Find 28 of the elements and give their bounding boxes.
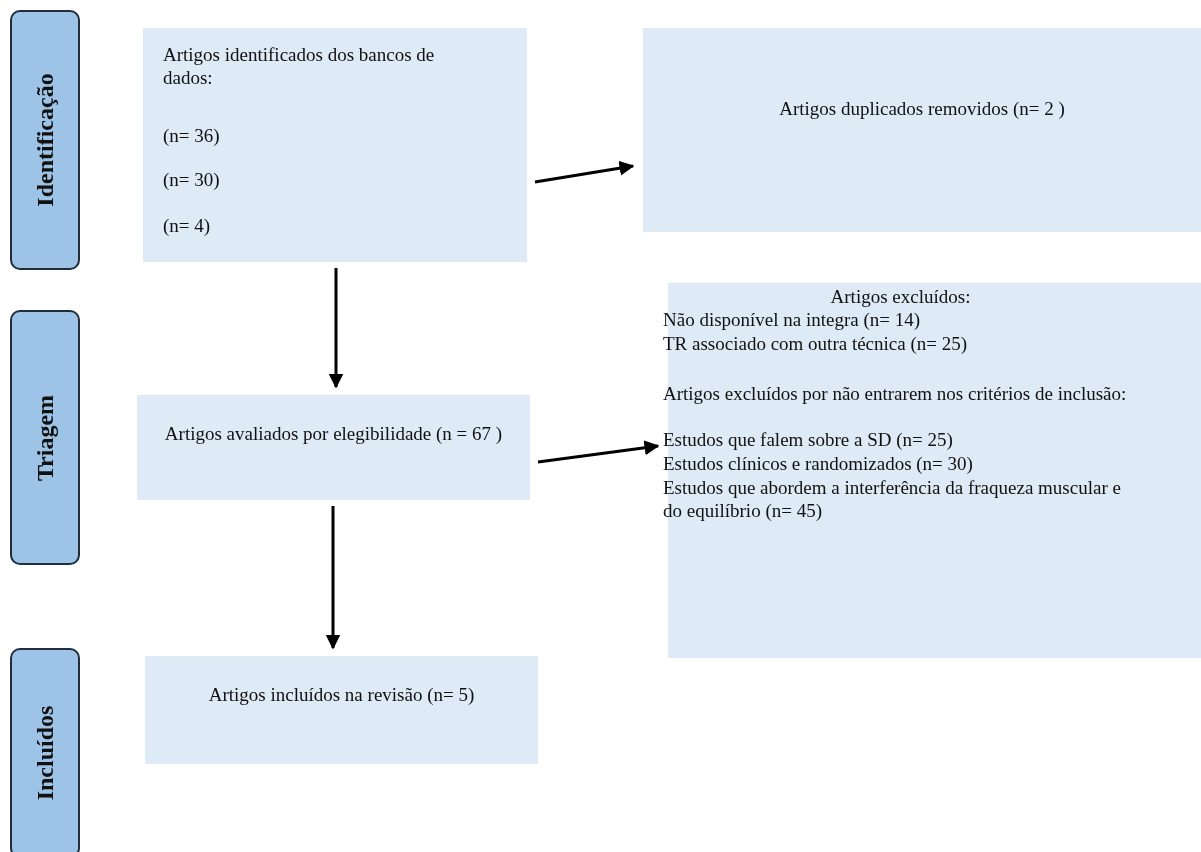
process-box bbox=[137, 395, 530, 500]
stage-band bbox=[10, 310, 80, 565]
arrow bbox=[537, 440, 660, 464]
box-text: Artigos excluídos: bbox=[829, 286, 972, 309]
box-text: Artigos avaliados por elegibilidade (n = 67 ) bbox=[163, 423, 504, 446]
stage-label: Incluídos bbox=[31, 705, 59, 801]
box-text: Estudos clínicos e randomizados (n= 30) bbox=[663, 453, 974, 476]
box-text: Artigos duplicados removidos (n= 2 ) bbox=[778, 98, 1066, 121]
box-text: (n= 30) bbox=[163, 169, 221, 192]
box-text: Artigos excluídos por não entrarem nos critérios de inclusão: bbox=[663, 383, 1128, 406]
box-text: (n= 4) bbox=[163, 215, 212, 238]
box-text: Artigos incluídos na revisão (n= 5) bbox=[207, 684, 476, 707]
stage-band bbox=[10, 10, 80, 270]
box-text: Artigos identificados dos bancos de dados: bbox=[163, 44, 436, 90]
process-box bbox=[643, 28, 1201, 232]
box-text: (n= 36) bbox=[163, 125, 221, 148]
stage-band bbox=[10, 648, 80, 852]
box-text: Não disponível na integra (n= 14) bbox=[663, 309, 922, 332]
box-text: TR associado com outra técnica (n= 25) bbox=[663, 333, 969, 356]
stage-label: Triagem bbox=[31, 394, 59, 481]
stage-label: Identificação bbox=[31, 73, 59, 207]
arrow bbox=[534, 160, 635, 184]
box-text: Estudos que falem sobre a SD (n= 25) bbox=[663, 429, 954, 452]
process-box bbox=[143, 28, 527, 262]
process-box bbox=[145, 656, 538, 764]
arrow bbox=[328, 268, 344, 389]
arrow bbox=[325, 506, 341, 650]
box-text: Estudos que abordem a interferência da fraqueza muscular e do equilíbrio (n= 45) bbox=[663, 477, 1122, 523]
